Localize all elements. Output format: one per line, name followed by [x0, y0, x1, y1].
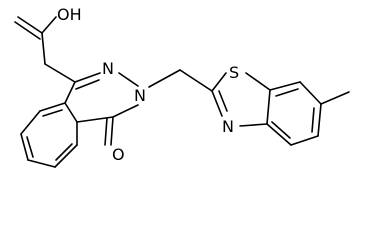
bond-benzo-5-inner: [55, 143, 73, 161]
bond-s-c7a: [245, 72, 271, 91]
atom-oh: OH: [57, 5, 82, 24]
bond-ch2-ring: [44, 63, 76, 83]
atom-n-upper: N: [102, 59, 114, 78]
atom-thiazole-s: S: [229, 63, 239, 82]
bond-benzothiazole-ring-2: [299, 81, 322, 105]
bond-n3-c4: [112, 104, 139, 118]
bond-c4-o-1: [110, 116, 114, 146]
benzo-ring: [20, 102, 78, 168]
bond-carboxyl-c-o-double-1: [17, 16, 43, 34]
bond-benzothiazole-ring-1: [269, 81, 301, 91]
bond-carboxyl-c-o-double-2: [14, 21, 41, 40]
bond-methyl: [320, 91, 350, 105]
bond-benzothiazole-ring-3-inner: [311, 107, 315, 133]
bond-c4-c4a: [76, 116, 114, 123]
bond-carboxyl-c-ch2: [41, 32, 46, 65]
benzothiazole: S N: [211, 63, 350, 146]
bond-benzo-4: [27, 159, 56, 168]
bond-c3a-c7a: [266, 89, 271, 125]
bond-benzo-3-inner: [26, 136, 34, 158]
bond-c1-n2-inner: [75, 79, 100, 90]
bond-n2-n3: [118, 72, 139, 87]
acetic-acid-group: OH: [14, 5, 82, 83]
bond-benzothiazole-ring-4: [290, 135, 319, 146]
bond-ch2-c2: [179, 69, 213, 92]
bond-benzo-1-inner: [42, 109, 63, 117]
phthalazinone-core: N N O: [64, 59, 146, 164]
bond-carboxyl-c-oh: [41, 16, 57, 34]
bond-c2-s: [211, 72, 227, 92]
molecule-diagram: OH N N O: [14, 5, 350, 168]
bond-benzo-2: [20, 110, 41, 135]
bond-n-c3a: [239, 123, 268, 127]
bond-c2-n-outer: [211, 90, 223, 117]
atom-n-lower: N: [134, 86, 146, 105]
bond-c4-o-2: [104, 117, 108, 146]
bond-benzo-5: [54, 144, 78, 168]
bond-benzo-1: [39, 102, 66, 112]
atom-thiazole-n: N: [222, 117, 234, 136]
atom-carbonyl-o: O: [112, 145, 125, 164]
bond-benzothiazole-ring-1-inner: [275, 88, 299, 97]
bond-benzothiazole-ring-5-inner: [271, 121, 291, 139]
bond-benzo-6b: [64, 102, 78, 123]
methylene-linker: [148, 69, 213, 92]
bond-benzo-3: [20, 133, 29, 161]
bond-benzothiazole-ring-5: [266, 123, 292, 146]
bond-c8a-c1: [64, 81, 76, 104]
bond-benzothiazole-ring-3: [317, 103, 322, 137]
bond-c1-n2-outer: [74, 72, 101, 83]
bond-c2-n-inner: [218, 90, 228, 112]
bond-n3-ch2: [148, 69, 181, 88]
